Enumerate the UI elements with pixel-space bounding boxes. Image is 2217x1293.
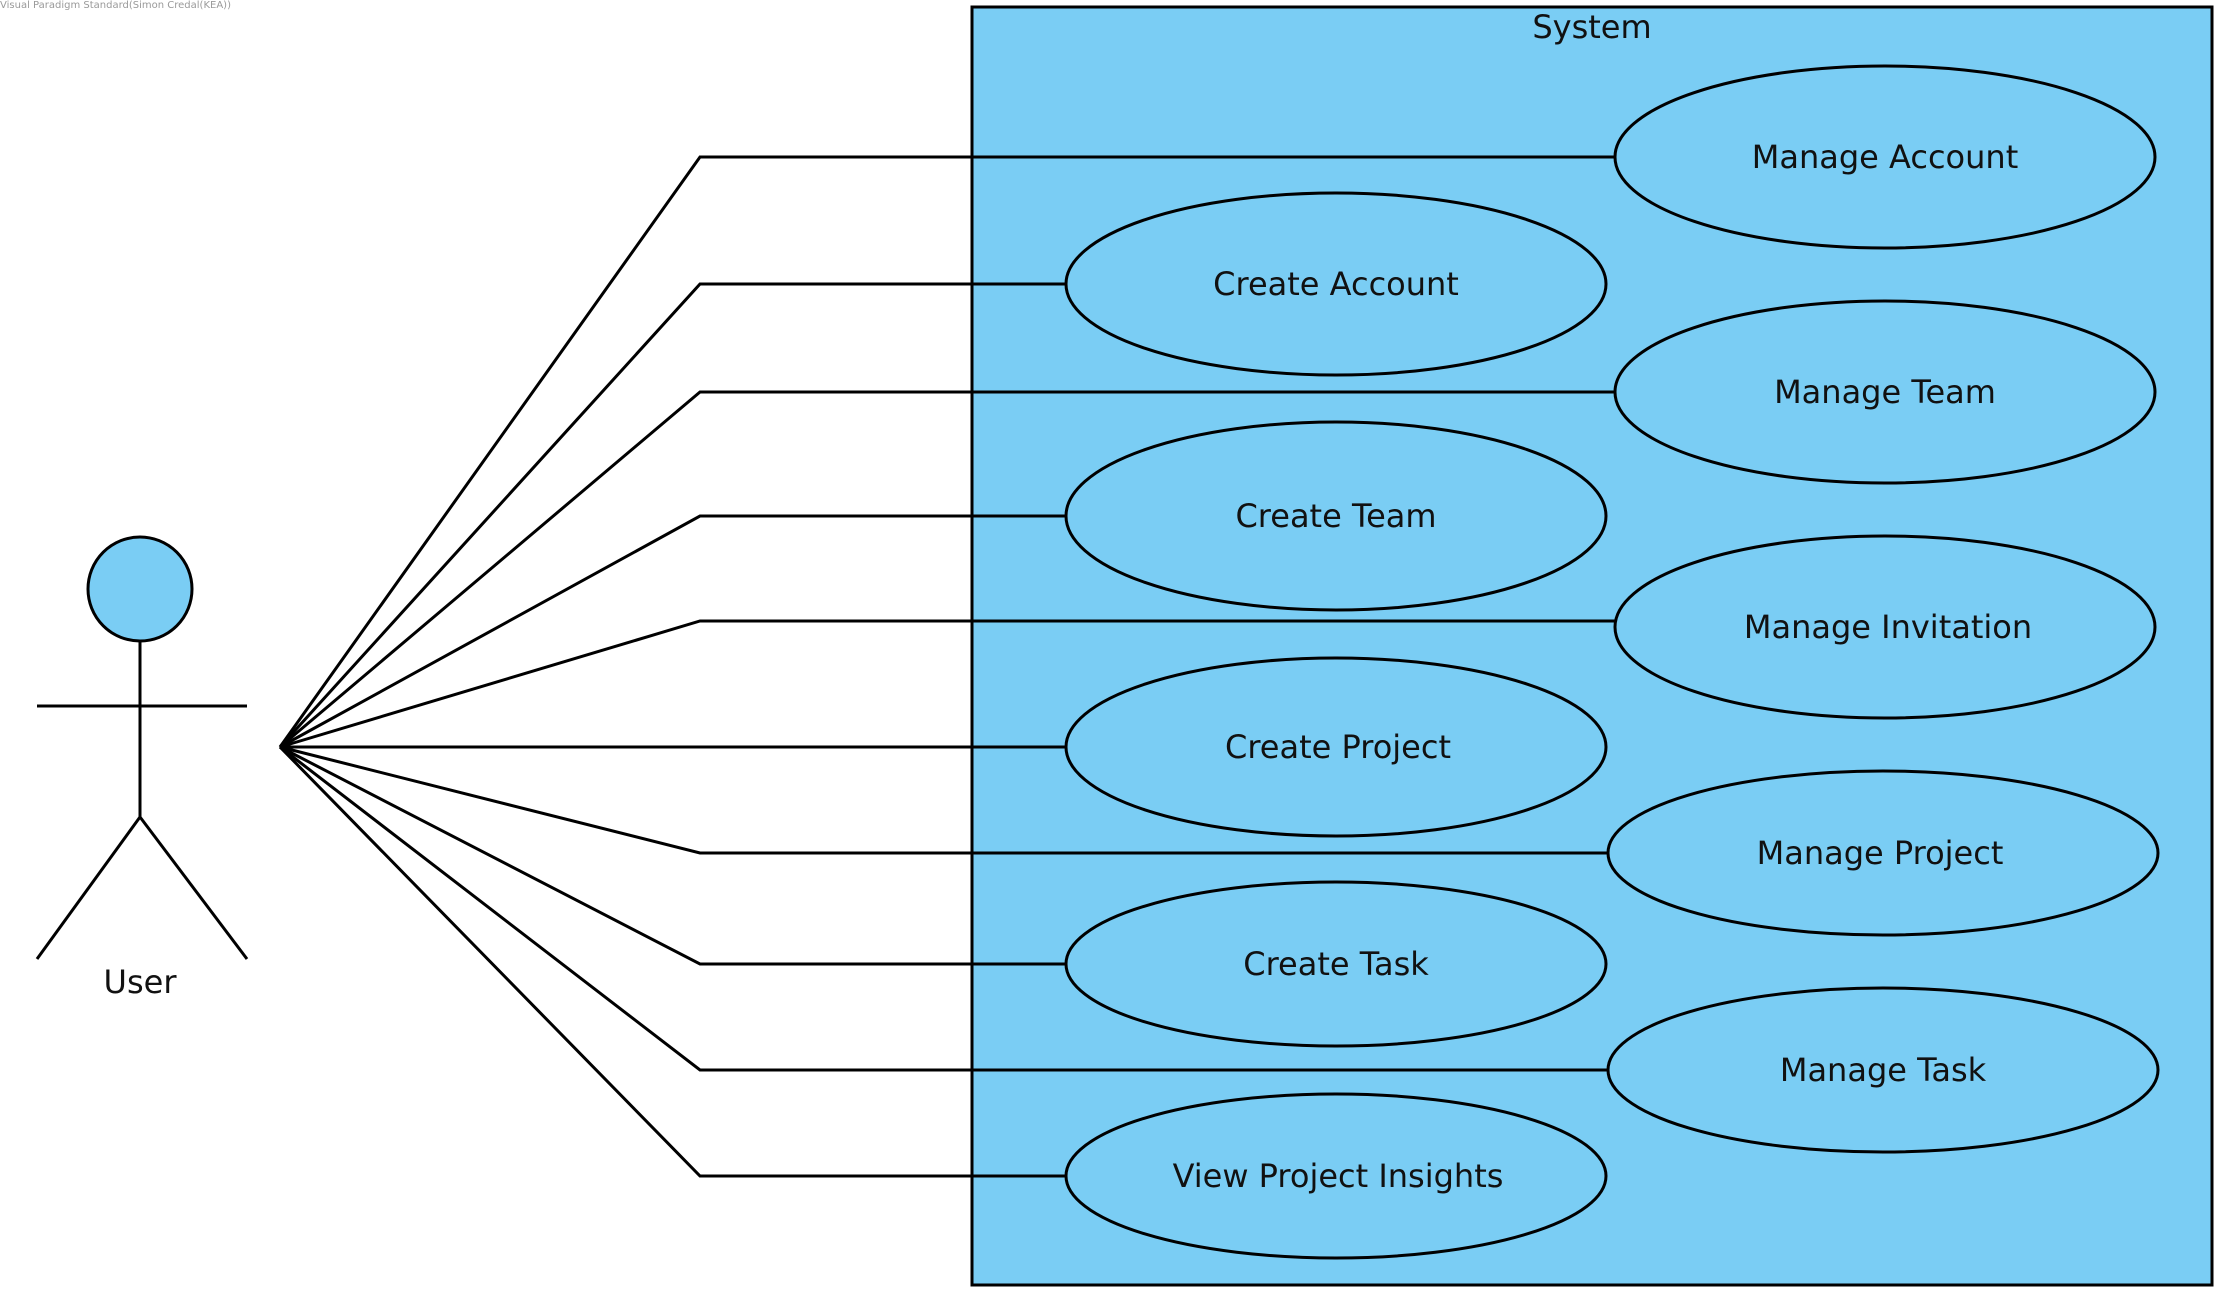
actor-right-leg (138, 816, 249, 960)
use-case-create-account[interactable]: Create Account (1064, 191, 1608, 377)
association-manage-task[interactable] (279, 745, 1610, 1072)
watermark: Visual Paradigm Standard(Simon Credal(KE… (0, 0, 231, 11)
use-case-view-project-insights[interactable]: View Project Insights (1064, 1092, 1608, 1260)
use-case-create-task[interactable]: Create Task (1064, 880, 1608, 1048)
use-case-label: Create Task (1243, 945, 1429, 983)
use-case-label: Manage Invitation (1744, 608, 2032, 646)
use-case-manage-task[interactable]: Manage Task (1606, 986, 2160, 1154)
use-case-ellipse[interactable] (1064, 420, 1608, 612)
association-create-task[interactable] (279, 745, 1068, 966)
use-case-ellipse[interactable] (1613, 64, 2157, 250)
associations (278, 155, 1618, 1178)
actor-user[interactable] (35, 535, 249, 960)
use-case-ellipse[interactable] (1064, 880, 1608, 1048)
association-manage-team[interactable] (279, 390, 1618, 749)
use-case-ellipse[interactable] (1064, 191, 1608, 377)
use-case-manage-account[interactable]: Manage Account (1613, 64, 2157, 250)
association-manage-invitation[interactable] (279, 619, 1618, 749)
use-case-label: Manage Task (1780, 1051, 1987, 1089)
use-case-create-team[interactable]: Create Team (1064, 420, 1608, 612)
association-manage-account[interactable] (278, 155, 1618, 748)
use-case-ellipse[interactable] (1606, 986, 2160, 1154)
use-case-ellipse[interactable] (1606, 769, 2160, 937)
use-case-label: Manage Team (1774, 373, 1996, 411)
use-case-ellipse[interactable] (1064, 656, 1608, 838)
use-case-ellipse[interactable] (1613, 534, 2157, 720)
association-view-project-insights[interactable] (278, 745, 1068, 1178)
use-case-label: View Project Insights (1173, 1157, 1504, 1195)
association-create-account[interactable] (278, 282, 1068, 749)
use-case-label: Manage Project (1757, 834, 2004, 872)
use-case-manage-team[interactable]: Manage Team (1613, 299, 2157, 485)
use-case-label: Create Account (1213, 265, 1459, 303)
use-case-ellipse[interactable] (1613, 299, 2157, 485)
use-case-manage-invitation[interactable]: Manage Invitation (1613, 534, 2157, 720)
system-label: System (1532, 8, 1651, 46)
association-create-team[interactable] (279, 514, 1068, 749)
use-case-label: Create Project (1225, 728, 1451, 766)
use-case-label: Create Team (1235, 497, 1436, 535)
use-case-ellipse[interactable] (1064, 1092, 1608, 1260)
actor-head-icon (86, 535, 194, 643)
association-manage-project[interactable] (279, 745, 1610, 855)
use-case-create-project[interactable]: Create Project (1064, 656, 1608, 838)
use-case-manage-project[interactable]: Manage Project (1606, 769, 2160, 937)
actor-left-leg (35, 816, 142, 960)
use-case-label: Manage Account (1752, 138, 2018, 176)
actor-label: User (104, 963, 178, 1001)
